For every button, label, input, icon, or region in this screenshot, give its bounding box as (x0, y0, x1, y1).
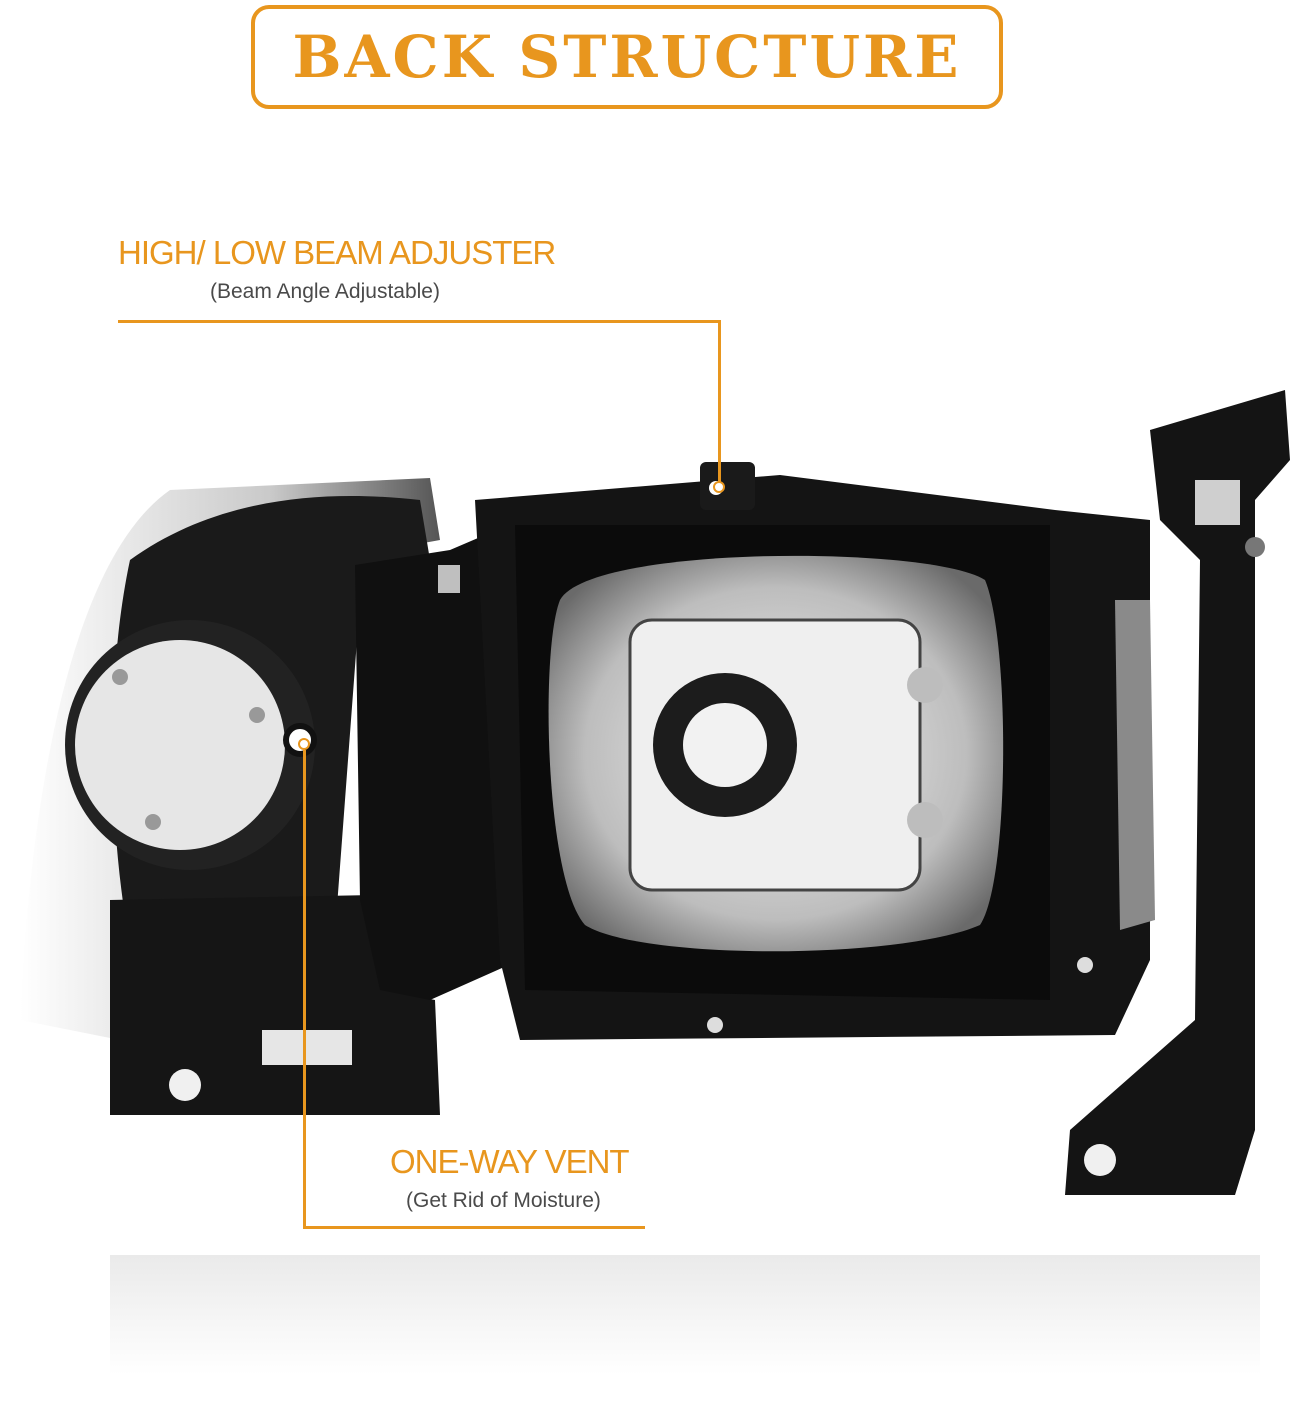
floor-reflection (110, 1255, 1260, 1375)
callout-dot-beam-adjuster (713, 481, 725, 493)
screw-icon (1245, 537, 1265, 557)
screw-icon (1077, 957, 1093, 973)
mount-hole-icon (169, 1069, 201, 1101)
callout-dot-vent (298, 738, 310, 750)
side-lens (1115, 600, 1155, 930)
callout-sublabel-vent: (Get Rid of Moisture) (406, 1189, 601, 1212)
adjuster-post (438, 565, 460, 593)
callout-label-vent: ONE-WAY VENT (390, 1143, 630, 1180)
bulb-cap (75, 640, 285, 850)
callout-line-beam-adjuster (118, 320, 720, 323)
vent-column (355, 520, 520, 1000)
right-bracket (1065, 390, 1290, 1195)
screw-icon (249, 707, 265, 723)
mount-hole-icon (1084, 1144, 1116, 1176)
callout-leader-vent (303, 750, 306, 1228)
screw-icon (145, 814, 161, 830)
callout-line-vent (303, 1226, 645, 1229)
metal-clip (1195, 480, 1240, 525)
callout-sublabel-beam-adjuster: (Beam Angle Adjustable) (210, 280, 440, 303)
screw-icon (907, 802, 943, 838)
callout-label-beam-adjuster: HIGH/ LOW BEAM ADJUSTER (118, 234, 556, 271)
page-title: BACK STRUCTURE (292, 23, 962, 91)
screw-icon (707, 1017, 723, 1033)
bracket-slot (262, 1030, 352, 1065)
screw-icon (112, 669, 128, 685)
bulb-socket-center (683, 703, 767, 787)
screw-icon (907, 667, 943, 703)
title-banner: BACK STRUCTURE (251, 5, 1003, 109)
beam-adjuster-icon (700, 462, 755, 510)
lower-left-bracket (110, 895, 440, 1115)
callout-leader-beam-adjuster (718, 320, 721, 485)
